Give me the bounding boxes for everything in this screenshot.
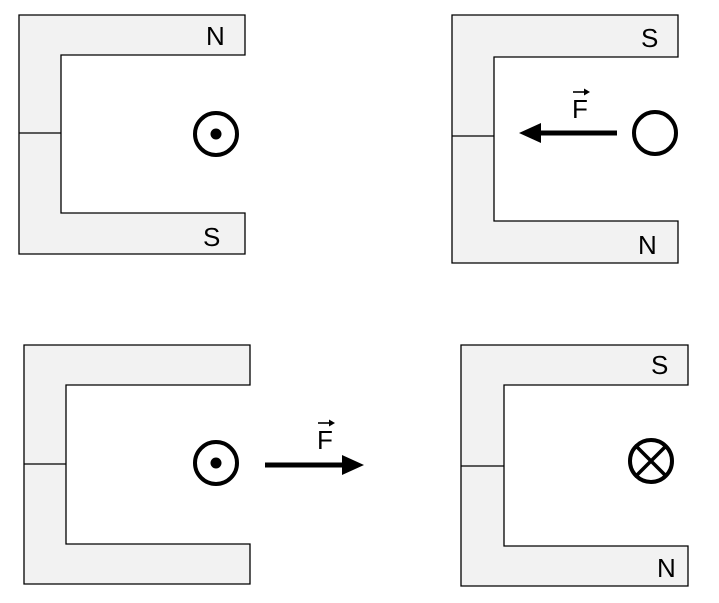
force-arrow-right [265, 455, 364, 475]
pole-label-bottom: S [203, 222, 220, 252]
current-out-of-page-icon [193, 440, 239, 486]
pole-label-top: S [641, 23, 658, 53]
force-label: F [317, 425, 333, 455]
force-vector-label: F [572, 88, 590, 124]
vector-arrow-icon [318, 419, 335, 427]
panel-bottom-left: F [23, 344, 364, 585]
horseshoe-magnet [460, 344, 689, 587]
force-vector-label: F [317, 419, 335, 455]
panel-top-right: S N F [451, 14, 679, 264]
force-arrow-left [519, 123, 617, 143]
panel-bottom-right: S N [460, 344, 689, 587]
panel-top-left: N S [18, 14, 246, 255]
horseshoe-magnet [451, 14, 679, 264]
horseshoe-magnet [23, 344, 251, 585]
force-label: F [572, 94, 588, 124]
pole-label-top: N [206, 21, 225, 51]
current-out-of-page-icon [193, 111, 239, 157]
vector-arrow-icon [573, 88, 590, 96]
pole-label-bottom: N [638, 230, 657, 260]
horseshoe-magnet [18, 14, 246, 255]
wire-circle-icon [632, 110, 678, 156]
pole-label-bottom: N [657, 553, 676, 583]
pole-label-top: S [651, 350, 668, 380]
current-into-page-icon [628, 438, 674, 484]
